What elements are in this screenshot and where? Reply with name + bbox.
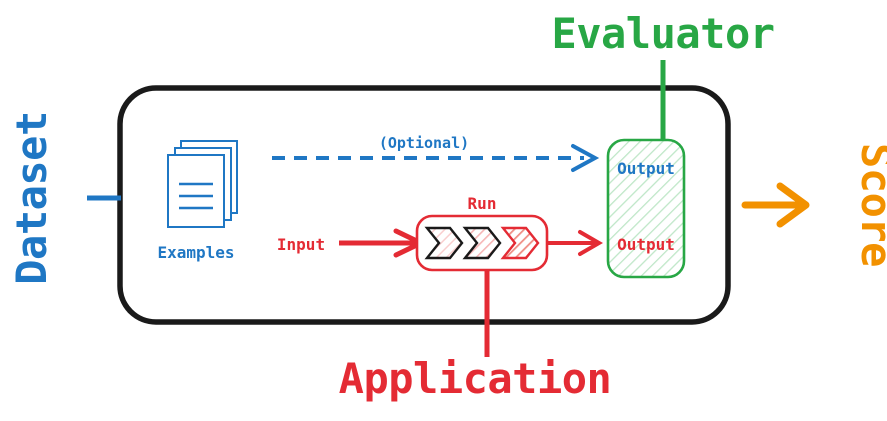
examples-label: Examples bbox=[157, 243, 234, 262]
evaluator-label: Evaluator bbox=[551, 9, 774, 58]
optional-label: (Optional) bbox=[379, 134, 469, 152]
run-output-arrow-right-icon bbox=[548, 230, 603, 256]
evaluator-output-box bbox=[606, 138, 686, 279]
stacked-documents-icon bbox=[167, 140, 238, 228]
pipeline-stage-1 bbox=[424, 226, 464, 260]
output-bottom-label: Output bbox=[617, 235, 675, 254]
dashed-arrow-right-icon bbox=[272, 144, 600, 172]
input-label: Input bbox=[277, 235, 325, 254]
output-top-label: Output bbox=[617, 159, 675, 178]
pipeline-stage-3 bbox=[500, 226, 540, 260]
pipeline-stage-2 bbox=[462, 226, 502, 260]
score-label: Score bbox=[852, 143, 887, 267]
dataset-label: Dataset bbox=[7, 111, 56, 285]
run-label: Run bbox=[468, 194, 497, 213]
application-label: Application bbox=[339, 354, 612, 403]
score-arrow-right-icon bbox=[741, 182, 810, 228]
chevron-pipeline-icon bbox=[424, 226, 540, 260]
